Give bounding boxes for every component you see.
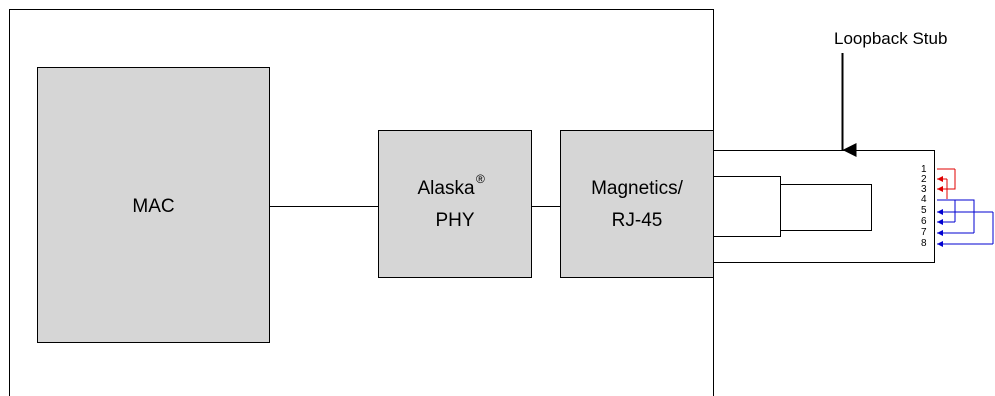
pin-label-4: 4 xyxy=(921,194,927,205)
phy-trademark: ® xyxy=(476,172,485,186)
phy-label-line1: Alaska xyxy=(417,178,474,199)
pin-label-1: 1 xyxy=(921,164,927,175)
loop-wire-4-7 xyxy=(937,199,975,233)
magnetics-label-line2: RJ-45 xyxy=(612,210,663,231)
pin-label-2: 2 xyxy=(921,174,927,185)
magnetics-label-line1: Magnetics/ xyxy=(591,178,684,199)
phy-label-line2: PHY xyxy=(435,210,474,231)
loopback-stub-label: Loopback Stub xyxy=(834,29,947,48)
phy-block xyxy=(378,130,532,278)
pin-labels: 1 2 3 4 5 6 7 8 xyxy=(921,164,927,249)
loopback-stub-tab xyxy=(780,184,872,231)
loopback-stub-collar xyxy=(713,176,781,237)
pin-label-7: 7 xyxy=(921,227,927,238)
pin-label-5: 5 xyxy=(921,205,927,216)
mac-block xyxy=(37,67,270,343)
pin-label-8: 8 xyxy=(921,238,927,249)
pin-label-3: 3 xyxy=(921,184,927,195)
magnetics-block xyxy=(560,130,714,278)
rx-loopback-wires xyxy=(937,199,994,247)
mac-label: MAC xyxy=(132,196,174,217)
tx-loopback-wires xyxy=(937,168,956,199)
loop-wire-1-3 xyxy=(937,169,956,192)
pin-label-6: 6 xyxy=(921,216,927,227)
